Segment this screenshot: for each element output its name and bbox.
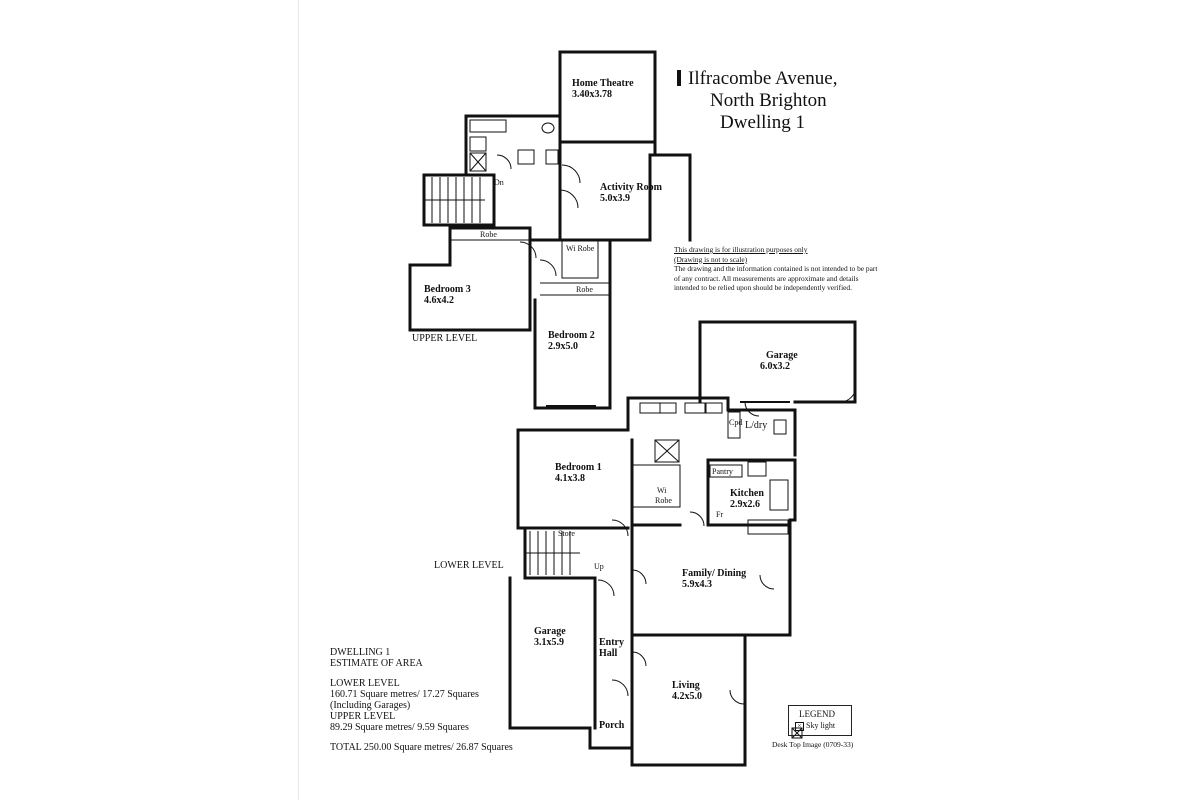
family-dining-size: 5.9x4.3 — [682, 579, 712, 590]
wall-bedroom1-top — [516, 396, 630, 432]
robe-lower-label: Robe — [655, 496, 672, 505]
wall-garage-upper — [698, 320, 857, 404]
home-theatre-label: Home Theatre — [572, 78, 634, 89]
activity-room-label: Activity Room — [600, 182, 662, 193]
activity-room-size: 5.0x3.9 — [600, 193, 630, 204]
upper-level-label: UPPER LEVEL — [412, 333, 478, 344]
skylight-icon: × — [795, 722, 804, 731]
area-upper-label: UPPER LEVEL — [330, 711, 396, 722]
disclaimer-body: The drawing and the information containe… — [674, 264, 878, 293]
area-lower-value: 160.71 Square metres/ 17.27 Squares — [330, 689, 479, 700]
bedroom2-label: Bedroom 2 — [548, 330, 595, 341]
bedroom2-size: 2.9x5.0 — [548, 341, 578, 352]
laundry-label: L/dry — [745, 420, 768, 431]
wall-bedroom1-robe — [630, 438, 682, 527]
floorplan-sheet — [298, 0, 900, 800]
title-line-3: Dwelling 1 — [720, 112, 805, 133]
kitchen-label: Kitchen — [730, 488, 764, 499]
area-lower-note: (Including Garages) — [330, 700, 411, 711]
garage-upper-label: Garage — [766, 350, 798, 361]
lower-stair-treads — [525, 531, 580, 575]
area-total: TOTAL 250.00 Square metres/ 26.87 Square… — [330, 742, 513, 753]
wall-bedroom3 — [408, 226, 532, 332]
disclaimer-line-2: (Drawing is not to scale) — [674, 254, 748, 264]
legend-item-skylight: × Sky light — [795, 721, 835, 731]
pantry-label: Pantry — [712, 467, 733, 476]
legend-item-label: Sky light — [806, 721, 836, 730]
home-theatre-size: 3.40x3.78 — [572, 89, 612, 100]
wall-kitchen-family — [633, 458, 797, 637]
title-bullet — [677, 70, 681, 86]
area-heading-1: DWELLING 1 — [330, 647, 391, 658]
legend-title: LEGEND — [799, 709, 835, 719]
lower-level-label: LOWER LEVEL — [434, 560, 504, 571]
bedroom1-size: 4.1x3.8 — [555, 473, 585, 484]
bedroom3-size: 4.6x4.2 — [424, 295, 454, 306]
family-dining-label: Family/ Dining — [682, 568, 747, 579]
wall-lower-garage — [508, 576, 634, 750]
legend: LEGEND × Sky light — [788, 705, 852, 736]
sheet-edge — [298, 0, 299, 800]
living-size: 4.2x5.0 — [672, 691, 702, 702]
bedroom1-label: Bedroom 1 — [555, 462, 602, 473]
footer-image-code: Desk Top Image (0709-33) — [772, 740, 854, 749]
fr-label: Fr — [716, 510, 724, 519]
wall-upper-bath — [464, 114, 562, 177]
upper-stair-treads — [424, 177, 485, 223]
kitchen-size: 2.9x2.6 — [730, 499, 760, 510]
porch-label: Porch — [599, 720, 625, 731]
disclaimer: This drawing is for illustration purpose… — [674, 245, 879, 293]
wi-robe-upper-label: Wi Robe — [566, 244, 595, 253]
living-label: Living — [672, 680, 700, 691]
garage-lower-label: Garage — [534, 626, 566, 637]
area-upper-value: 89.29 Square metres/ 9.59 Squares — [330, 722, 469, 733]
disclaimer-line-1: This drawing is for illustration purpose… — [674, 245, 808, 254]
wall-laundry — [626, 396, 797, 457]
wall-lower-stair — [523, 526, 597, 580]
entry-label: Entry — [599, 637, 624, 648]
hall-label: Hall — [599, 648, 618, 659]
bedroom3-label: Bedroom 3 — [424, 284, 471, 295]
title-line-1: Ilfracombe Avenue, — [688, 68, 838, 89]
wall-bedroom1 — [516, 428, 630, 530]
cpd-label: Cpd — [729, 418, 743, 427]
robe-b3-label: Robe — [480, 230, 497, 239]
area-heading-2: ESTIMATE OF AREA — [330, 658, 423, 669]
store-label: Store — [558, 529, 575, 538]
up-label: Up — [594, 562, 604, 571]
wi-label: Wi — [657, 486, 667, 495]
title-line-2: North Brighton — [710, 90, 827, 111]
area-lower-label: LOWER LEVEL — [330, 678, 400, 689]
garage-upper-size: 6.0x3.2 — [760, 361, 790, 372]
garage-lower-size: 3.1x5.9 — [534, 637, 564, 648]
dn-label: Dn — [494, 178, 504, 187]
robe-b2-label: Robe — [576, 285, 593, 294]
